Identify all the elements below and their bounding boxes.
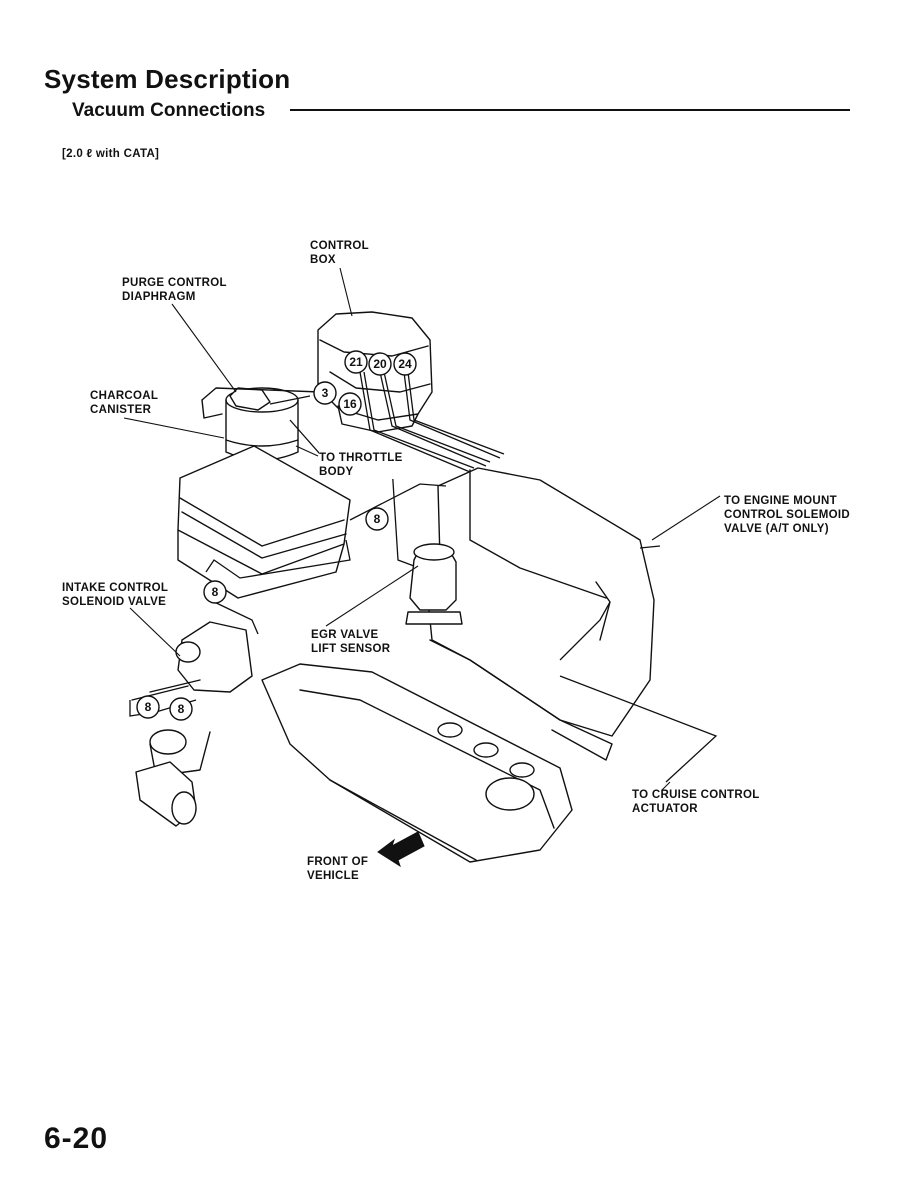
hose-callout-8-lower-right: 8 [169, 697, 193, 721]
section-rule [290, 109, 850, 111]
svg-text:8: 8 [374, 512, 381, 526]
hose-callout-8-solenoid: 8 [203, 580, 227, 604]
leader-lines [123, 267, 721, 791]
hose-callout-20: 20 [368, 352, 392, 376]
model-variant-note: [2.0 ℓ with CATA] [62, 148, 160, 160]
svg-text:20: 20 [373, 357, 387, 371]
hose-callout-24: 24 [393, 352, 417, 376]
engine-block-drawing [427, 467, 655, 761]
hose-callout-16: 16 [338, 392, 362, 416]
air-cleaner-drawing [177, 445, 351, 599]
svg-text:21: 21 [349, 355, 363, 369]
page-title: System Description [44, 64, 291, 94]
svg-text:8: 8 [178, 702, 185, 716]
valve-cover-drawing [261, 663, 573, 863]
svg-text:16: 16 [343, 397, 357, 411]
hose-callout-8-throttle: 8 [365, 507, 389, 531]
intake-hose-drawing [135, 729, 211, 827]
hose-callout-8-lower-left: 8 [136, 695, 160, 719]
section-subtitle: Vacuum Connections [72, 100, 266, 121]
svg-text:3: 3 [322, 386, 329, 400]
svg-text:8: 8 [145, 700, 152, 714]
vacuum-hoses [129, 371, 718, 783]
hose-callout-3: 3 [313, 381, 337, 405]
egr-valve-drawing [405, 543, 463, 625]
front-arrow-icon [377, 831, 425, 868]
page-number: 6-20 [44, 1122, 109, 1155]
svg-text:8: 8 [212, 585, 219, 599]
svg-text:24: 24 [398, 357, 412, 371]
intake-solenoid-drawing [131, 621, 253, 701]
hose-callout-21: 21 [344, 350, 368, 374]
charcoal-canister-drawing [201, 387, 321, 461]
